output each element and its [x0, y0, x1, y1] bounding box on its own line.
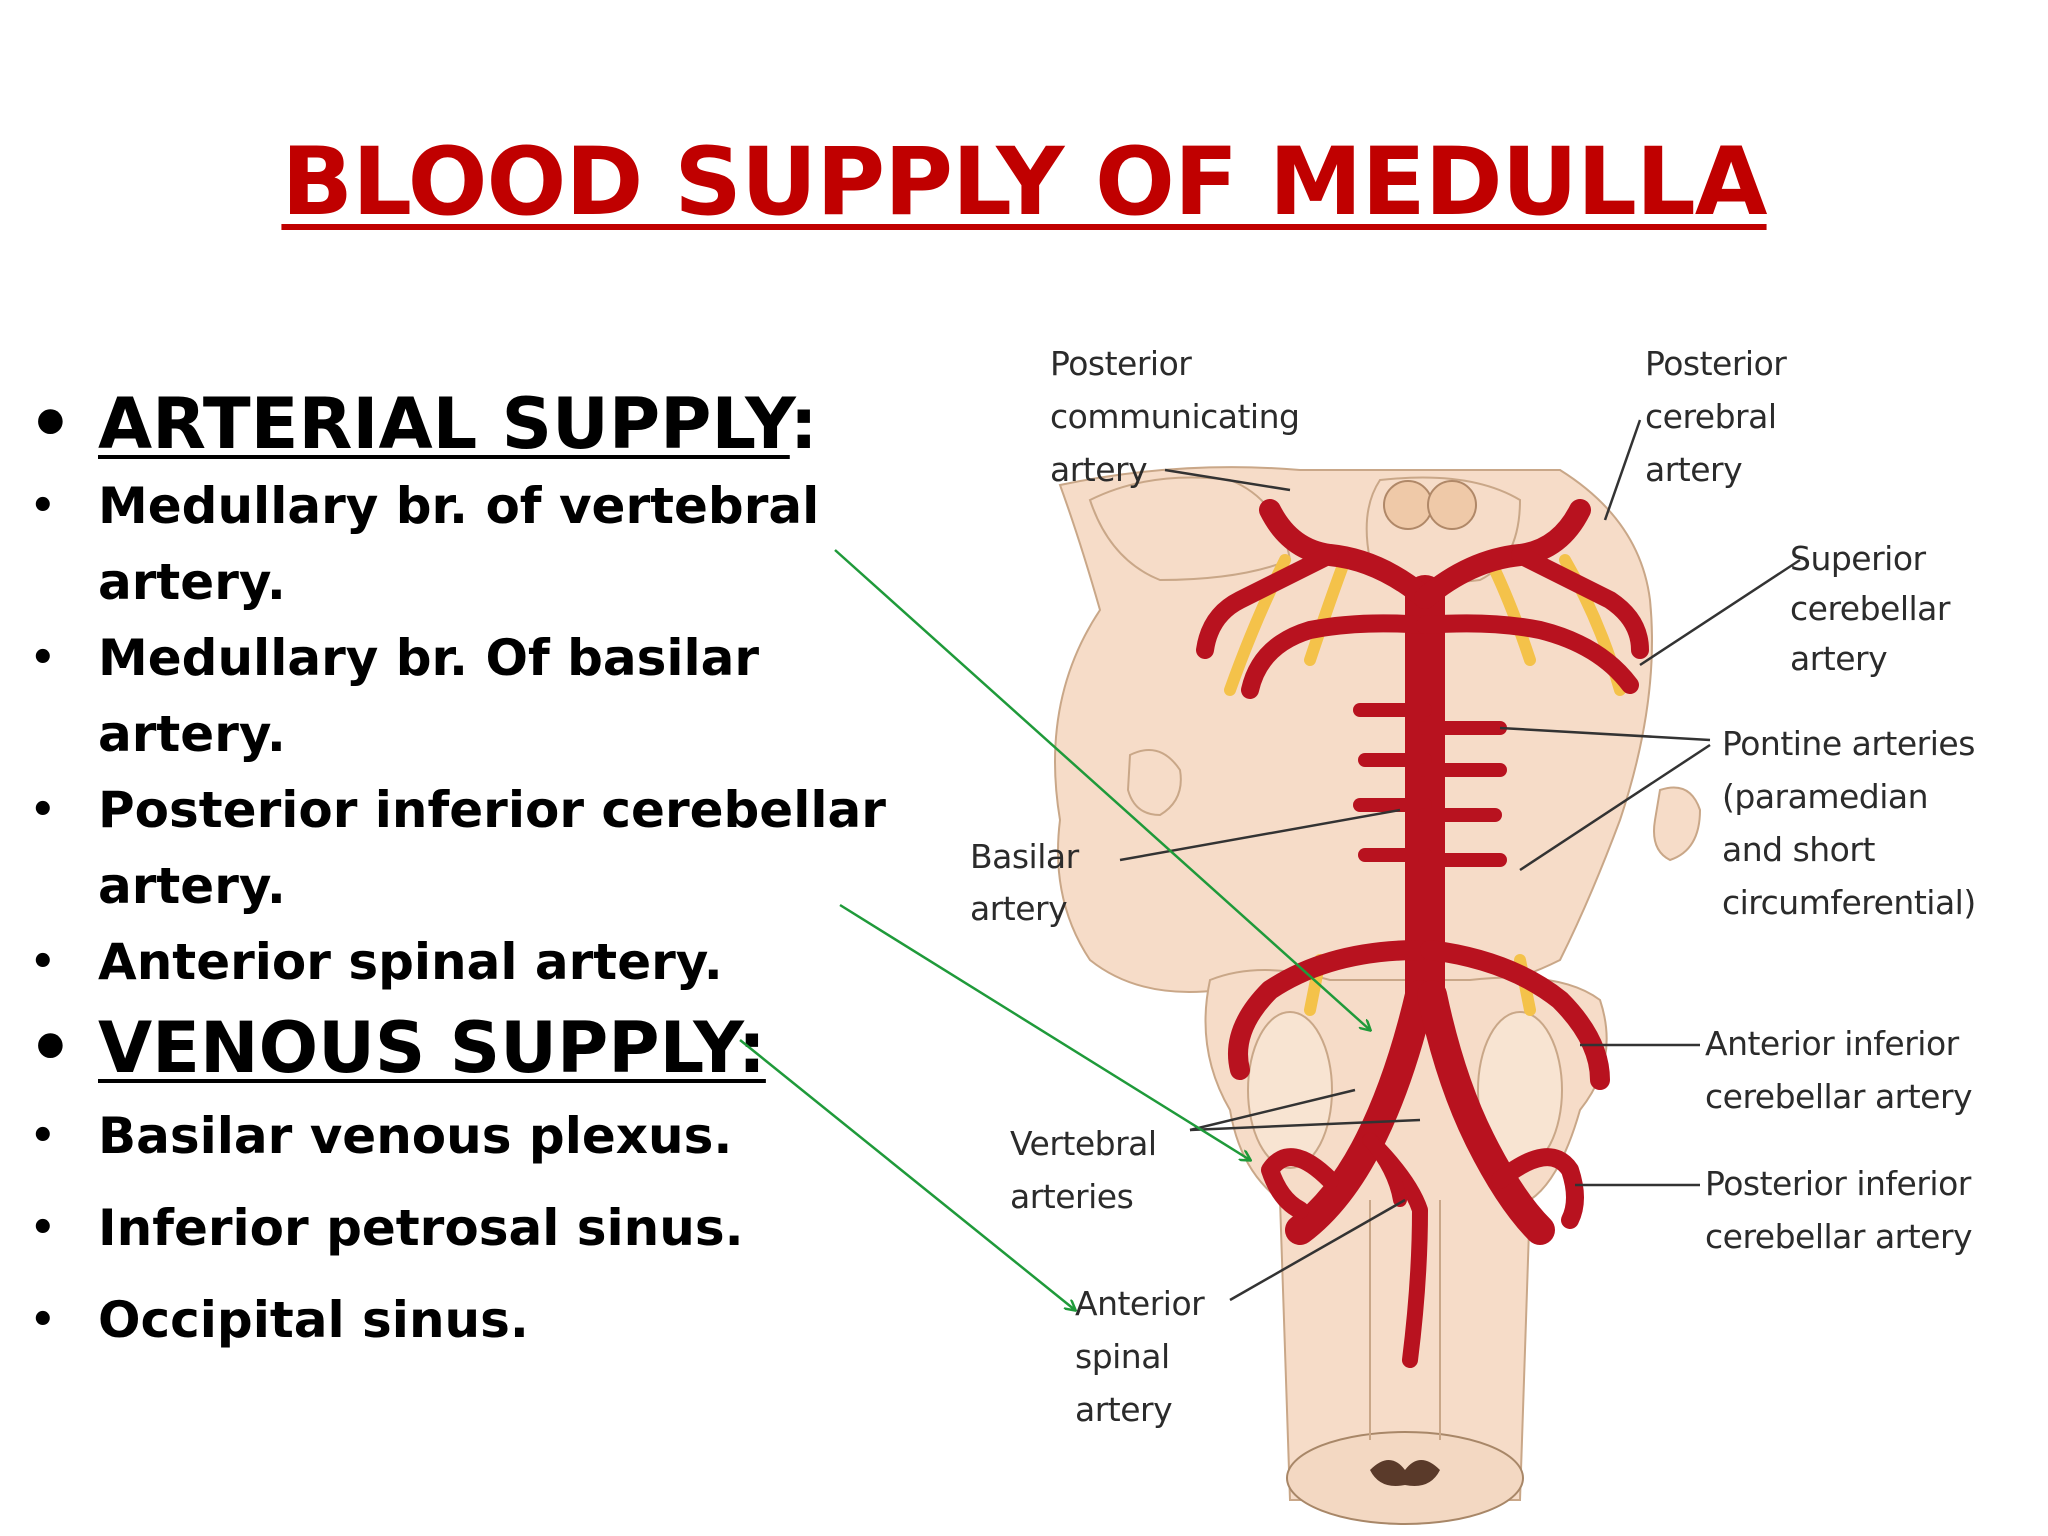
venous-heading-text: VENOUS SUPPLY:	[98, 1007, 766, 1089]
arterial-item-text: Posterior inferior cerebellar artery.	[98, 781, 886, 915]
bullet-dot: •	[30, 939, 56, 985]
arterial-item: • Medullary br. Of basilar artery.	[26, 620, 896, 772]
callout-posterior-cerebral	[1603, 419, 1642, 521]
svg-text:cerebellar artery: cerebellar artery	[1705, 1077, 1972, 1116]
right-anterior-inferior-cerebellar-artery	[1420, 940, 1610, 1090]
label-basilar: Basilar artery	[970, 837, 1080, 928]
callout-pontine-1	[1499, 726, 1711, 742]
callout-vertebral-1	[1189, 1088, 1356, 1132]
svg-text:Basilar: Basilar	[970, 837, 1080, 876]
left-olive	[1247, 1011, 1333, 1169]
arrow-pica	[839, 903, 1250, 1160]
svg-text:Posterior: Posterior	[1645, 344, 1787, 383]
venous-item: • Occipital sinus.	[26, 1282, 896, 1358]
bullet-dot: •	[30, 1297, 56, 1343]
svg-text:arteries: arteries	[1010, 1177, 1133, 1216]
arterial-heading-text: ARTERIAL SUPPLY	[98, 383, 790, 465]
callout-basilar	[1119, 808, 1401, 862]
pointer-arrows	[739, 549, 1370, 1310]
bullet-dot: •	[30, 635, 56, 681]
svg-text:spinal: spinal	[1075, 1337, 1170, 1376]
bullet-dot: •	[30, 1205, 56, 1251]
callout-vertebral-2	[1189, 1118, 1421, 1132]
svg-text:and short: and short	[1722, 830, 1875, 869]
spinal-cord-gray-matter	[1370, 1460, 1440, 1486]
arterial-item: • Medullary br. of vertebral artery.	[26, 468, 896, 620]
svg-text:artery: artery	[1050, 450, 1147, 489]
svg-text:communicating: communicating	[1050, 397, 1299, 436]
left-pca-branch	[1196, 546, 1339, 659]
arterial-item: • Anterior spinal artery.	[26, 924, 896, 1000]
venous-item-text: Occipital sinus.	[98, 1291, 529, 1349]
artery-tree	[1196, 499, 1649, 1368]
svg-text:cerebellar artery: cerebellar artery	[1705, 1217, 1972, 1256]
svg-text:artery: artery	[1645, 450, 1742, 489]
callout-superior-cerebellar	[1639, 558, 1801, 667]
svg-text:Vertebral: Vertebral	[1010, 1124, 1157, 1163]
left-anterior-inferior-cerebellar-artery	[1228, 940, 1430, 1080]
arterial-supply-heading: • ARTERIAL SUPPLY:	[26, 380, 896, 468]
venous-item: • Basilar venous plexus.	[26, 1098, 896, 1174]
left-trigeminal-stump	[1126, 749, 1182, 817]
arterial-item-text: Medullary br. Of basilar artery.	[98, 629, 760, 763]
left-superior-cerebellar-artery	[1241, 614, 1434, 699]
slide-title: BLOOD SUPPLY OF MEDULLA	[281, 128, 1767, 237]
bullet-dot: •	[28, 383, 73, 465]
left-mamillary-body	[1383, 480, 1433, 530]
label-posterior-inferior-cerebellar: Posterior inferior cerebellar artery	[1705, 1164, 1973, 1256]
arterial-heading-colon: :	[789, 383, 818, 465]
right-superior-cerebellar-artery	[1416, 614, 1639, 694]
svg-text:Pontine arteries: Pontine arteries	[1722, 724, 1975, 763]
label-pontine-arteries: Pontine arteries (paramedian and short c…	[1722, 724, 1976, 922]
arterial-item-text: Anterior spinal artery.	[98, 933, 723, 991]
label-posterior-communicating: Posterior communicating artery	[1050, 344, 1300, 489]
venous-item: • Inferior petrosal sinus.	[26, 1190, 896, 1266]
label-posterior-cerebral: Posterior cerebral artery	[1645, 344, 1788, 489]
left-posterior-inferior-cerebellar-artery	[1261, 1148, 1339, 1219]
right-trigeminal-stump	[1653, 786, 1702, 862]
label-anterior-inferior-cerebellar: Anterior inferior cerebellar artery	[1705, 1024, 1973, 1116]
svg-text:(paramedian: (paramedian	[1722, 777, 1928, 816]
anterior-spinal-artery-left-root	[1363, 1133, 1407, 1207]
svg-text:artery: artery	[1075, 1390, 1172, 1429]
bullet-list: • ARTERIAL SUPPLY: • Medullary br. of vert…	[26, 380, 896, 1358]
callout-posterior-communicating	[1164, 468, 1291, 492]
arrow-vertebral-branch	[834, 549, 1370, 1030]
bullet-dot: •	[30, 483, 56, 529]
callout-anterior-spinal	[1229, 1198, 1406, 1302]
venous-supply-heading: • VENOUS SUPPLY:	[26, 1004, 896, 1092]
right-pca-branch	[1511, 546, 1649, 659]
arterial-item: • Posterior inferior cerebellar artery.	[26, 772, 896, 924]
svg-text:cerebral: cerebral	[1645, 397, 1777, 436]
bullet-dot: •	[30, 1113, 56, 1159]
bullet-dot: •	[28, 1007, 73, 1089]
bullet-dot: •	[30, 787, 56, 833]
right-mamillary-body	[1427, 480, 1477, 530]
left-oculomotor-nerve	[1304, 554, 1351, 666]
label-superior-cerebellar: Superior cerebellar artery	[1790, 539, 1951, 678]
svg-text:Posterior: Posterior	[1050, 344, 1192, 383]
label-anterior-spinal: Anterior spinal artery	[1075, 1284, 1206, 1429]
svg-text:circumferential): circumferential)	[1722, 883, 1976, 922]
right-vertebral-artery	[1417, 980, 1555, 1245]
arrow-anterior-spinal	[739, 1039, 1075, 1310]
venous-item-text: Inferior petrosal sinus.	[98, 1199, 744, 1257]
venous-item-text: Basilar venous plexus.	[98, 1107, 733, 1165]
svg-text:artery: artery	[1790, 639, 1887, 678]
callout-pontine-2	[1519, 743, 1711, 872]
callout-lines	[1119, 419, 1801, 1302]
right-posterior-inferior-cerebellar-artery	[1491, 1148, 1584, 1229]
svg-text:Posterior inferior: Posterior inferior	[1705, 1164, 1972, 1203]
svg-text:Anterior inferior: Anterior inferior	[1705, 1024, 1960, 1063]
svg-text:Superior: Superior	[1790, 539, 1927, 578]
svg-text:artery: artery	[970, 889, 1067, 928]
svg-text:cerebellar: cerebellar	[1790, 589, 1951, 628]
label-vertebral: Vertebral arteries	[1010, 1124, 1157, 1216]
svg-text:Anterior: Anterior	[1075, 1284, 1205, 1323]
arterial-item-text: Medullary br. of vertebral artery.	[98, 477, 820, 611]
